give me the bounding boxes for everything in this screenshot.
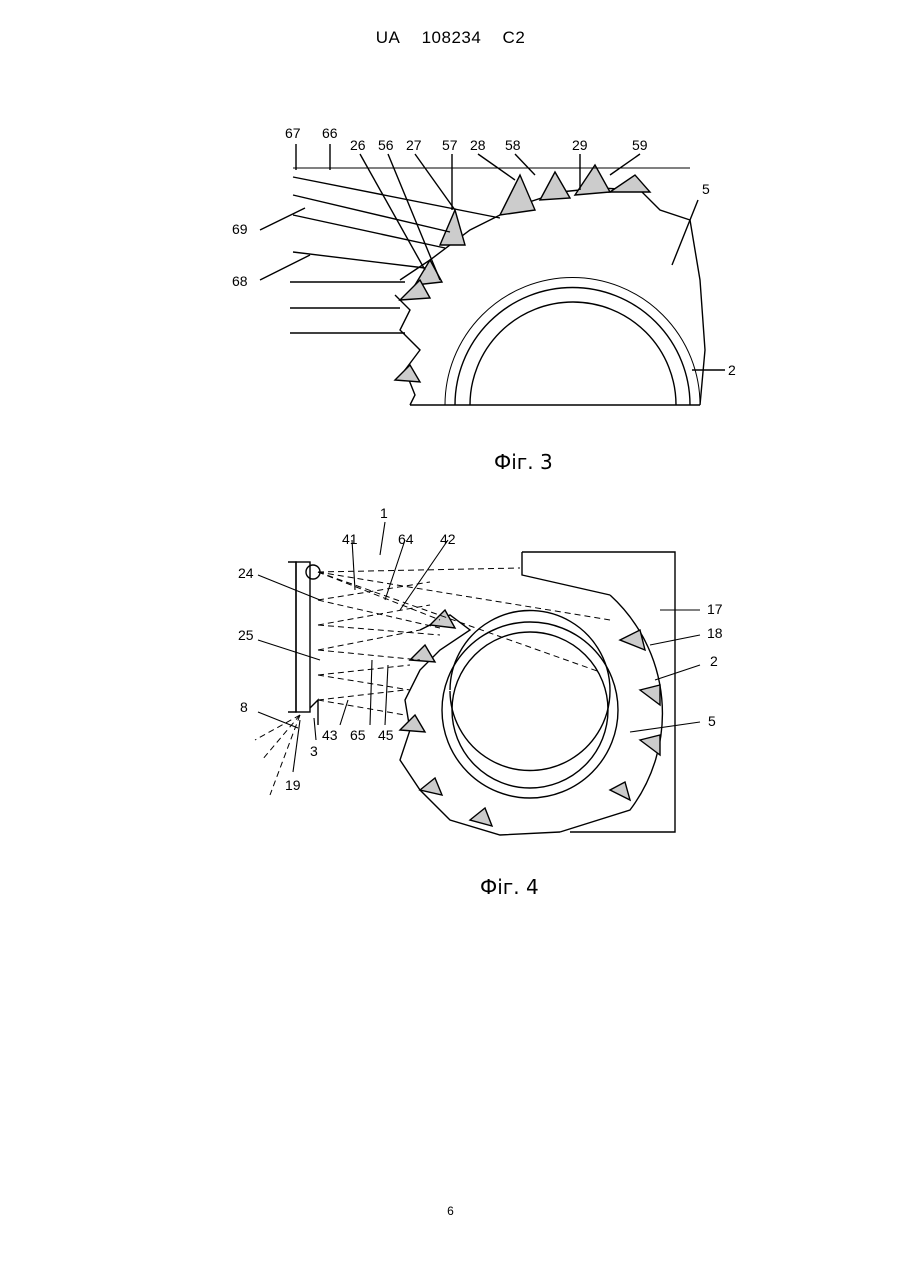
fig4-label-41: 41 — [342, 531, 358, 547]
fig4-label-19: 19 — [285, 777, 301, 793]
patent-number: 108234 — [422, 28, 482, 47]
fig3-label-28: 28 — [470, 137, 486, 153]
fig4-label-17: 17 — [707, 601, 723, 617]
fig3-label-67: 67 — [285, 125, 301, 141]
fig4-label-8: 8 — [240, 699, 248, 715]
fig4-label-64: 64 — [398, 531, 414, 547]
fig3-label-27: 27 — [406, 137, 422, 153]
figure-3-caption: Фіг. 3 — [494, 450, 553, 474]
fig4-label-1: 1 — [380, 505, 388, 521]
figure-3: 67 66 26 56 27 57 28 58 29 59 5 69 68 2 — [0, 120, 901, 420]
fig3-label-58: 58 — [505, 137, 521, 153]
fig4-label-43: 43 — [322, 727, 338, 743]
fig4-label-42: 42 — [440, 531, 456, 547]
fig3-label-57: 57 — [442, 137, 458, 153]
fig4-label-24: 24 — [238, 565, 254, 581]
fig3-label-2: 2 — [728, 362, 736, 378]
figure-4-caption: Фіг. 4 — [480, 875, 539, 899]
fig3-label-66: 66 — [322, 125, 338, 141]
figure-4: 1 41 64 42 24 17 18 25 2 8 43 65 45 5 3 … — [0, 500, 901, 850]
country-code: UA — [376, 28, 401, 47]
fig4-label-25: 25 — [238, 627, 254, 643]
figure-4-drawing: 1 41 64 42 24 17 18 25 2 8 43 65 45 5 3 … — [0, 500, 901, 850]
fig3-label-59: 59 — [632, 137, 648, 153]
figure-3-drawing: 67 66 26 56 27 57 28 58 29 59 5 69 68 2 — [0, 120, 901, 420]
fig3-label-56: 56 — [378, 137, 394, 153]
fig3-label-68: 68 — [232, 273, 248, 289]
patent-header: UA 108234 C2 — [0, 28, 901, 48]
fig4-label-18: 18 — [707, 625, 723, 641]
fig4-label-3: 3 — [310, 743, 318, 759]
fig3-label-29: 29 — [572, 137, 588, 153]
fig3-label-5: 5 — [702, 181, 710, 197]
fig4-label-45: 45 — [378, 727, 394, 743]
kind-code: C2 — [503, 28, 526, 47]
fig3-label-69: 69 — [232, 221, 248, 237]
fig4-label-2: 2 — [710, 653, 718, 669]
fig4-label-65: 65 — [350, 727, 366, 743]
fig4-label-5: 5 — [708, 713, 716, 729]
page-number: 6 — [0, 1204, 901, 1218]
fig3-label-26: 26 — [350, 137, 366, 153]
